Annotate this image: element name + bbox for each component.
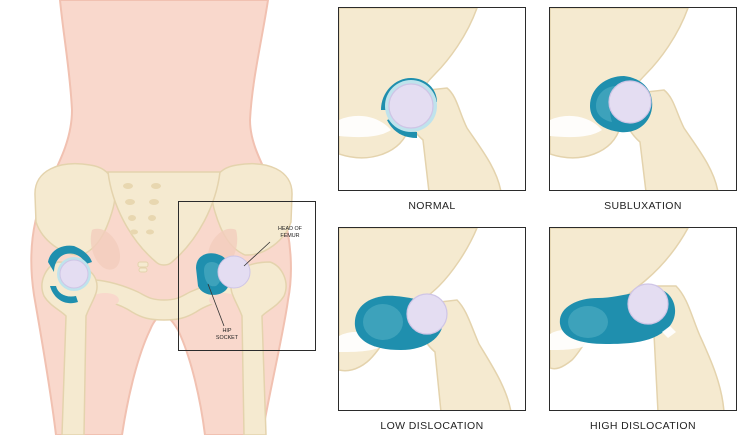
panel-subluxation	[549, 7, 737, 191]
caption-high-dislocation: HIGH DISLOCATION	[543, 420, 743, 432]
coccyx	[138, 262, 148, 272]
caption-normal: NORMAL	[332, 200, 532, 212]
panel-high-dislocation	[549, 227, 737, 411]
panel-normal	[338, 7, 526, 191]
femur-head	[389, 84, 433, 128]
femur-head	[407, 294, 447, 334]
femur-head	[628, 284, 668, 324]
caption-low-dislocation: LOW DISLOCATION	[332, 420, 532, 432]
caption-subluxation: SUBLUXATION	[543, 200, 743, 212]
femur-head	[609, 81, 651, 123]
zoom-frame	[178, 201, 316, 351]
callout-femur-head: HEAD OF FEMUR	[272, 226, 308, 240]
callout-hip-socket: HIP SOCKET	[212, 328, 242, 342]
panel-low-dislocation	[338, 227, 526, 411]
